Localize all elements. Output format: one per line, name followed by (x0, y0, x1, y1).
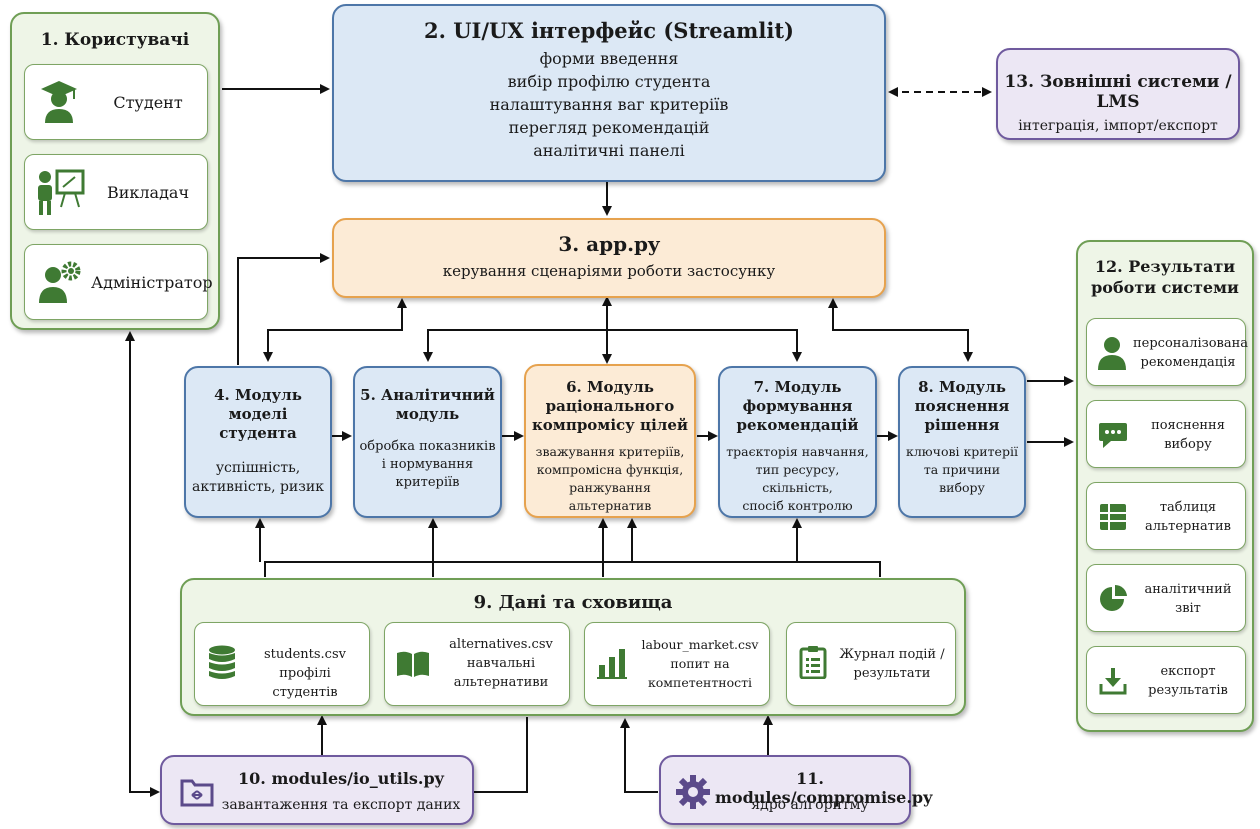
module-title: 8. Модуль пояснення рішення (914, 378, 1010, 434)
data-item-students[interactable]: students.csv профілі студентів (194, 622, 370, 706)
module-desc: успішність, активність, ризик (192, 460, 324, 495)
teacher-icon (38, 169, 85, 215)
external-systems-box: 13. Зовнішні системи / LMS інтеграція, і… (996, 48, 1240, 140)
student-icon (41, 81, 77, 123)
data-item-label: Журнал подій / результати (839, 647, 945, 681)
module-desc: ключові критерії та причини вибору (906, 444, 1018, 495)
result-item-label: експорт результатів (1148, 664, 1228, 698)
module-compromise: 6. Модуль раціонального компромісу цілей… (524, 364, 696, 518)
result-item-report[interactable]: аналітичний звіт (1086, 564, 1246, 632)
module-desc: обробка показників і нормування критерії… (359, 439, 496, 490)
folder-transfer-icon (180, 779, 214, 807)
result-item-export[interactable]: експорт результатів (1086, 646, 1246, 714)
data-item-label: alternatives.csv навчальні альтернативи (449, 637, 553, 690)
result-item-explanation[interactable]: пояснення вибору (1086, 400, 1246, 468)
person-icon (1098, 337, 1126, 370)
data-item-label: students.csv профілі студентів (264, 647, 346, 700)
module-desc: зважування критеріїв, компромісна функці… (535, 444, 685, 513)
external-title: 13. Зовнішні системи / LMS (1004, 72, 1232, 112)
data-title: 9. Дані та сховища (473, 592, 673, 613)
ui-ux-line: форми введення (539, 49, 679, 68)
database-icon (209, 645, 235, 679)
user-label-student: Студент (113, 93, 183, 112)
external-subtitle: інтеграція, імпорт/експорт (1018, 118, 1218, 134)
module-title: 5. Аналітичний модуль (360, 386, 495, 423)
app-subtitle: керування сценаріями роботи застосунку (442, 262, 776, 280)
results-title: 12. Результати роботи системи (1091, 257, 1239, 297)
ui-ux-line: вибір профілю студента (507, 72, 711, 91)
io-utils-subtitle: завантаження та експорт даних (221, 797, 461, 813)
bar-chart-icon (597, 649, 627, 679)
module-recommendations: 7. Модуль формування рекомендацій траєкт… (718, 366, 877, 518)
ui-ux-title: 2. UI/UX інтерфейс (Streamlit) (424, 18, 794, 43)
user-card-teacher[interactable]: Викладач (24, 154, 208, 230)
user-label-teacher: Викладач (106, 183, 190, 202)
io-utils-box: 10. modules/io_utils.py завантаження та … (160, 755, 474, 825)
data-item-event-log[interactable]: Журнал подій / результати (786, 622, 956, 706)
data-item-labour-market[interactable]: labour_market.csv попит на компетентност… (584, 622, 770, 706)
module-analytics: 5. Аналітичний модуль обробка показників… (353, 366, 502, 518)
ui-ux-line: аналітичні панелі (533, 141, 685, 160)
module-student-model: 4. Модуль моделі студента успішність, ак… (184, 366, 332, 518)
app-title: 3. app.py (558, 232, 660, 256)
compromise-subtitle: ядро алгоритму (751, 797, 869, 813)
user-card-student[interactable]: Студент (24, 64, 208, 140)
compromise-box: 11. modules/compromise.py ядро алгоритму (659, 755, 933, 825)
ui-ux-line: налаштування ваг критеріїв (489, 95, 729, 114)
admin-icon (39, 261, 81, 303)
result-item-label: персоналізована рекомендація (1133, 336, 1249, 370)
user-label-admin: Адміністратор (91, 273, 213, 292)
ui-ux-box: 2. UI/UX інтерфейс (Streamlit) форми вве… (332, 4, 886, 182)
book-icon (397, 651, 429, 677)
users-title: 1. Користувачі (40, 30, 190, 50)
module-title: 4. Модуль моделі студента (214, 386, 302, 442)
gear-icon (676, 775, 710, 809)
data-item-alternatives[interactable]: alternatives.csv навчальні альтернативи (384, 622, 570, 706)
app-py-box: 3. app.py керування сценаріями роботи за… (332, 218, 886, 298)
pie-chart-icon (1100, 584, 1127, 611)
download-icon (1099, 668, 1127, 695)
users-panel: 1. Користувачі Студент Викладач (10, 12, 220, 330)
result-item-recommendation[interactable]: персоналізована рекомендація (1086, 318, 1249, 386)
compromise-title: 11. modules/compromise.py (715, 769, 933, 807)
clipboard-icon (799, 646, 827, 679)
module-title: 6. Модуль раціонального компромісу цілей (531, 378, 689, 434)
ui-ux-line: перегляд рекомендацій (508, 118, 710, 137)
module-desc: траєкторія навчання, тип ресурсу, скільн… (726, 444, 869, 513)
result-item-label: аналітичний звіт (1144, 582, 1232, 616)
module-title: 7. Модуль формування рекомендацій (736, 378, 859, 434)
data-storage-panel: 9. Дані та сховища students.csv профілі … (180, 578, 966, 716)
module-explanation: 8. Модуль пояснення рішення ключові крит… (898, 366, 1026, 518)
chat-bubble-icon (1099, 423, 1127, 448)
io-utils-title: 10. modules/io_utils.py (238, 769, 444, 788)
result-item-label: пояснення вибору (1151, 418, 1225, 452)
result-item-label: таблиця альтернатив (1145, 500, 1231, 534)
results-panel: 12. Результати роботи системи персоналіз… (1076, 240, 1254, 732)
table-icon (1100, 504, 1126, 530)
data-item-label: labour_market.csv попит на компетентност… (641, 637, 759, 690)
user-card-admin[interactable]: Адміністратор (24, 244, 213, 320)
result-item-table[interactable]: таблиця альтернатив (1086, 482, 1246, 550)
